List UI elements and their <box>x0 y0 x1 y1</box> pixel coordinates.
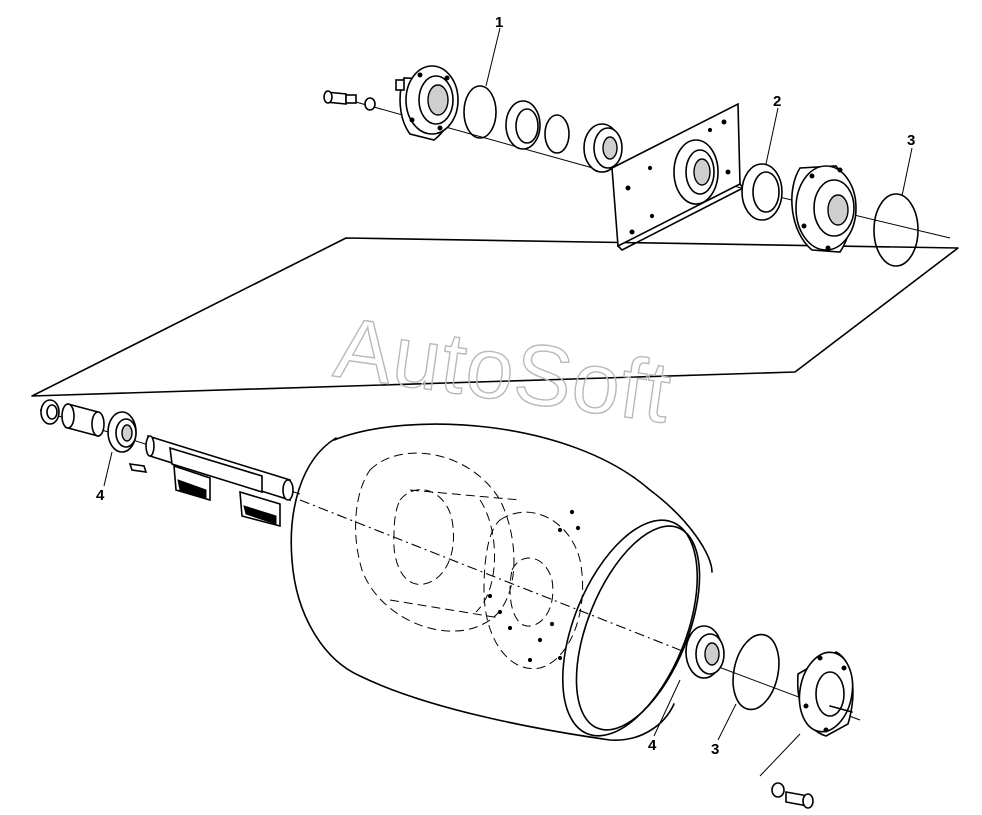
sealing-ring-1 <box>463 85 497 139</box>
right-roller-bearing <box>685 625 725 679</box>
support-bracket-right <box>239 490 281 528</box>
snap-ring <box>544 114 570 154</box>
bottom-bolt <box>785 791 814 809</box>
bottom-washer <box>771 782 785 798</box>
end-cover-flange <box>796 651 854 737</box>
top-roller-bearing <box>583 123 623 173</box>
left-bushing <box>61 402 105 438</box>
support-bracket-left <box>173 464 211 502</box>
callout-2: 2 <box>773 93 781 110</box>
drive-shaft <box>145 434 294 502</box>
callout-4-bottom: 4 <box>648 737 657 754</box>
callout-1: 1 <box>495 14 503 31</box>
outer-flange-hub <box>791 165 857 253</box>
leader-lines <box>103 27 913 741</box>
o-ring-3-bottom <box>732 633 780 711</box>
bottom-bearing-assembly <box>685 625 854 809</box>
callout-4-left: 4 <box>96 487 105 504</box>
top-bolt <box>323 90 357 105</box>
mounting-plate <box>611 102 744 251</box>
top-bearing-assembly <box>323 65 951 267</box>
left-roller-bearing <box>107 411 137 453</box>
roller-drum <box>290 423 861 741</box>
oil-seal <box>505 100 541 150</box>
left-end-cap <box>40 399 60 425</box>
spacer-ring-2 <box>741 163 783 221</box>
drum-holes <box>487 509 581 663</box>
shaft-key <box>128 463 148 473</box>
o-ring-3-top <box>873 193 919 267</box>
bearing-flange <box>395 65 459 141</box>
callout-3-top: 3 <box>907 132 915 149</box>
top-washer <box>364 97 376 111</box>
watermark-text: AutoSoft <box>329 300 677 442</box>
callout-3-bottom: 3 <box>711 741 719 758</box>
frame-plane <box>31 237 959 397</box>
left-shaft-assembly <box>39 399 301 528</box>
